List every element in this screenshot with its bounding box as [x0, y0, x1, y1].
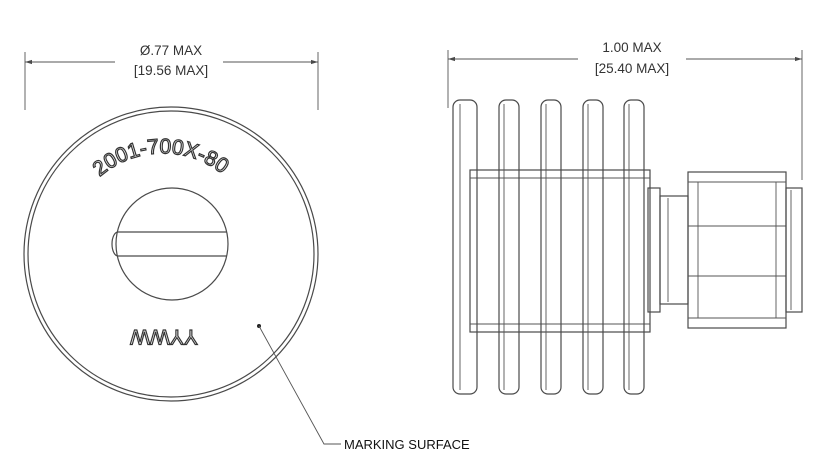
fin-5	[623, 99, 645, 395]
screw-head	[115, 187, 229, 301]
connector-tip	[785, 187, 803, 313]
end-view-disc: 2001-700X-80 YYWW MARKING SURFACE	[23, 106, 470, 452]
side-view-heatsink	[452, 99, 803, 395]
fin-3	[540, 99, 562, 395]
left-dimension: Ø.77 MAX [19.56 MAX]	[24, 43, 319, 110]
left-dimension-imperial: Ø.77 MAX	[140, 43, 202, 58]
fin-2	[498, 99, 520, 395]
hex-nut	[687, 171, 787, 329]
disc-outer-circle	[23, 106, 319, 402]
part-number-label: 2001-700X-80	[89, 135, 233, 181]
right-dimension: 1.00 MAX [25.40 MAX]	[447, 40, 803, 180]
leader-line	[258, 325, 341, 445]
date-code-label: YYWW	[130, 325, 198, 348]
heatsink-core	[469, 169, 651, 333]
fin-1	[452, 99, 478, 395]
right-dimension-metric: [25.40 MAX]	[595, 61, 669, 76]
marking-surface-callout: MARKING SURFACE	[344, 437, 470, 452]
neck	[659, 195, 689, 305]
fin-4	[582, 99, 604, 395]
left-dimension-metric: [19.56 MAX]	[134, 63, 208, 78]
disc-inner-circle	[27, 110, 315, 398]
right-dimension-imperial: 1.00 MAX	[602, 40, 661, 55]
screw-slot	[111, 231, 227, 257]
